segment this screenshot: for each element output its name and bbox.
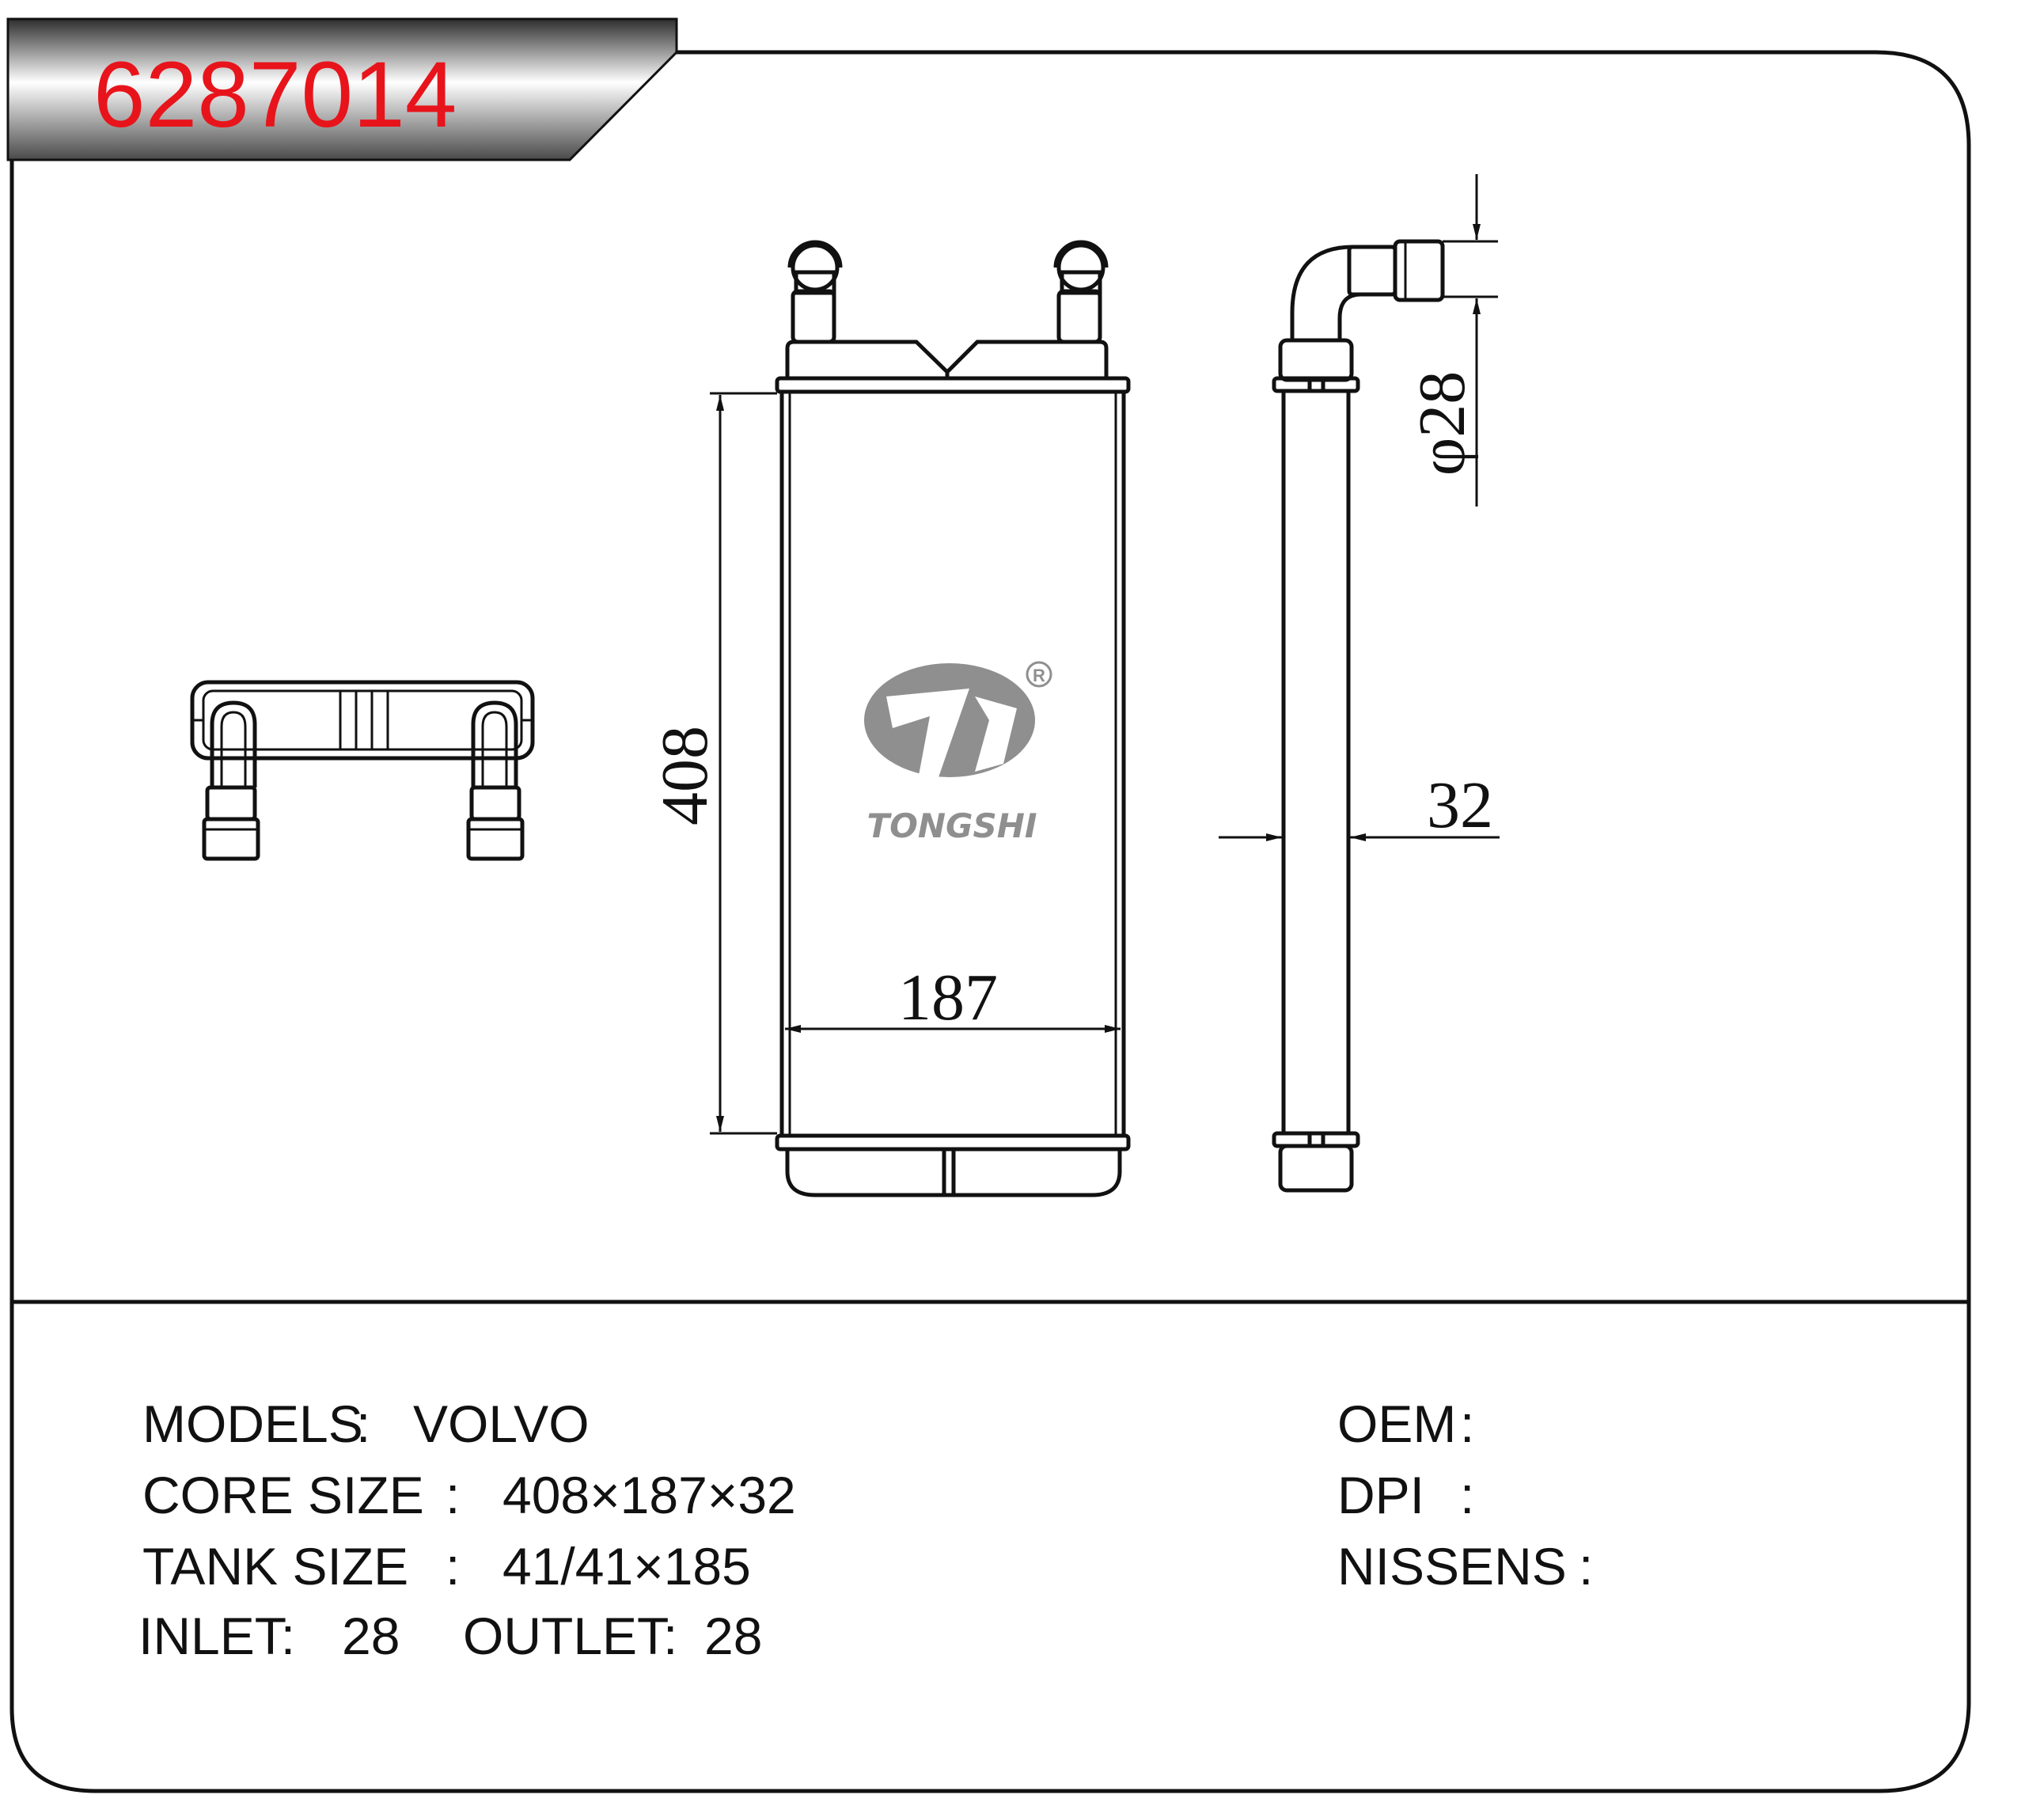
outlet-value: 28 <box>704 1607 762 1665</box>
oem-separator: : <box>1460 1394 1474 1453</box>
models-separator: : <box>356 1394 370 1453</box>
registered-mark-circle <box>1026 661 1052 688</box>
width-dimension: 187 <box>785 961 1121 1034</box>
height-dimension: 408 <box>648 392 777 1135</box>
inlet-value: 28 <box>342 1607 400 1665</box>
side-view <box>1272 239 1445 1193</box>
outlet-pipe <box>1053 240 1109 344</box>
bottom-header-plate <box>775 1133 1131 1152</box>
part-number-header: 6287014 <box>6 17 678 161</box>
tank-size-separator: : <box>446 1537 460 1596</box>
side-core <box>1281 389 1351 1136</box>
nissens-label: NISSENS <box>1337 1537 1567 1596</box>
top-header-plate <box>775 376 1131 394</box>
top-view-left-pipe <box>202 700 260 861</box>
models-label: MODELS <box>142 1394 363 1453</box>
thickness-dimension: 32 <box>1219 768 1500 842</box>
registered-mark: R <box>1033 666 1045 685</box>
front-view <box>775 240 1131 1197</box>
pipe-diameter-dim-label: φ28 <box>1405 371 1479 476</box>
side-bottom-tank <box>1278 1144 1354 1193</box>
logo-wordmark: TONGSHI <box>867 806 1037 845</box>
tank-size-value: 41/41×185 <box>502 1537 751 1596</box>
top-view <box>190 680 535 861</box>
width-dim-label: 187 <box>898 961 998 1034</box>
thickness-dim-label: 32 <box>1427 768 1493 842</box>
core-size-value: 408×187×32 <box>502 1466 796 1524</box>
inlet-pipe <box>787 240 843 344</box>
sheet-frame <box>9 50 1971 1793</box>
dpi-label: DPI <box>1337 1466 1424 1524</box>
models-value: VOLVO <box>413 1394 590 1453</box>
inlet-label: INLET: <box>138 1607 295 1665</box>
height-dim-label: 408 <box>648 726 722 825</box>
side-top-tank <box>1278 338 1354 382</box>
core-size-label: CORE SIZE <box>142 1466 424 1524</box>
core-size-separator: : <box>446 1466 460 1524</box>
nissens-separator: : <box>1579 1537 1593 1596</box>
tank-size-label: TANK SIZE <box>142 1537 408 1596</box>
spec-info: MODELS : VOLVO CORE SIZE : 408×187×32 TA… <box>138 1394 1593 1665</box>
outlet-label: OUTLET: <box>463 1607 677 1665</box>
tongshi-logo: R TONGSHI <box>864 661 1052 845</box>
pipe-diameter-dimension: φ28 <box>1405 174 1498 507</box>
oem-label: OEM <box>1337 1394 1456 1453</box>
top-view-right-pipe <box>466 700 525 861</box>
dpi-separator: : <box>1460 1466 1474 1524</box>
part-number: 6287014 <box>93 43 457 147</box>
